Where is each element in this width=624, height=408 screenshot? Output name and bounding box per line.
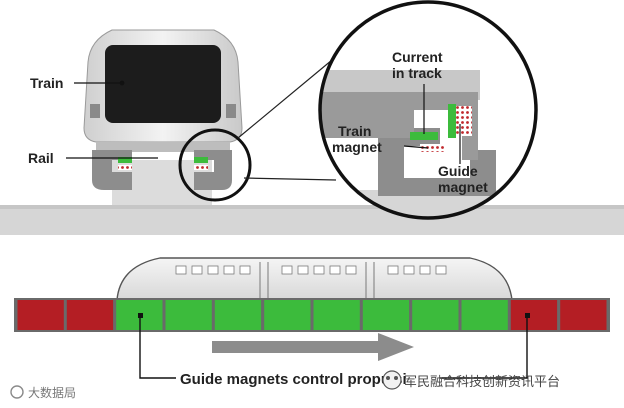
label-guide-magnet-1: Guide [438,163,478,179]
train-front-view [83,29,243,152]
track-segment-inactive [66,300,114,330]
track-segment-inactive [560,300,607,330]
label-train-magnet-2: magnet [332,139,382,155]
arrow-right-icon [212,333,414,361]
label-train: Train [30,75,63,91]
svg-text:大数据局: 大数据局 [28,385,76,400]
track-segment-inactive [17,300,64,330]
magnified-view [318,0,538,220]
watermark-right: 军民融合科技创新资讯平台 [382,370,560,390]
track-segment-active [461,300,508,330]
label-current-in-track-2: in track [392,65,442,81]
label-guide-magnet-2: magnet [438,179,488,195]
segment-markers [138,313,530,318]
track-segment-inactive [510,300,558,330]
track-segment-active [362,300,410,330]
track-segment-active [264,300,311,330]
track-segment-active [313,300,360,330]
zoom-connector-lines [237,59,337,181]
label-rail: Rail [28,150,54,166]
zoom-source-circle [178,128,252,202]
caption-leader-lines [139,318,528,379]
watermark-left: 大数据局 [10,385,76,400]
label-train-magnet-1: Train [338,123,371,139]
rail-front-view [92,150,232,205]
train-side-view [116,257,513,301]
track-segments [14,298,610,332]
caption-guide-magnets: Guide magnets control propulsi [180,371,407,388]
leader-lines [66,80,461,164]
track-segment-active [412,300,459,330]
track-segment-active [214,300,262,330]
label-current-in-track-1: Current [392,49,443,65]
ground [0,205,624,235]
svg-text:军民融合科技创新资讯平台: 军民融合科技创新资讯平台 [404,374,560,390]
track-segment-active [165,300,212,330]
